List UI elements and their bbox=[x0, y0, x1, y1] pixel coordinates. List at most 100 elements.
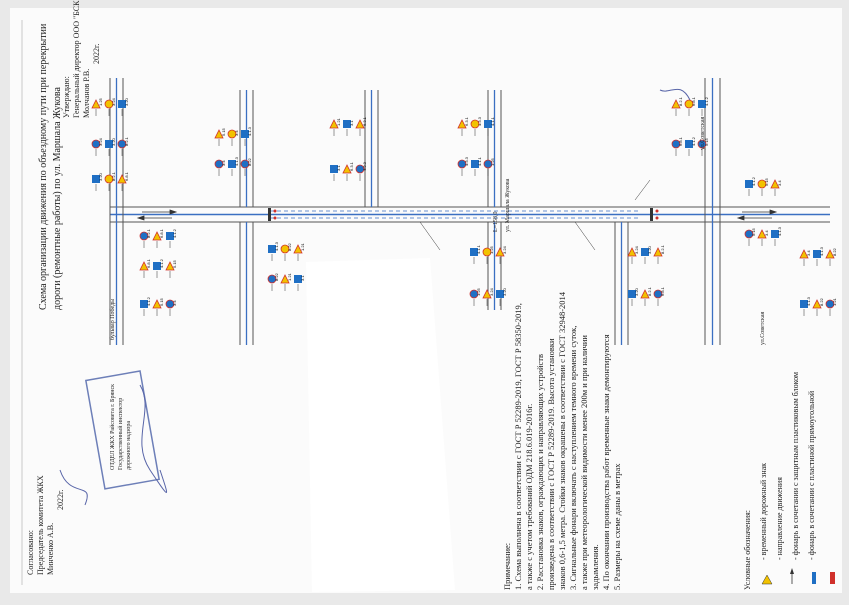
legend-header: Условные обозначения: bbox=[743, 509, 752, 590]
street-main-label: ул. Маршала Жукова bbox=[505, 178, 511, 232]
round-sign-icon bbox=[470, 119, 480, 129]
info-sign-icon bbox=[294, 275, 302, 283]
info-sign-icon bbox=[813, 250, 821, 258]
sign-code-label: 1.21 bbox=[832, 297, 837, 306]
agreed-name: Минченко А.В. bbox=[46, 522, 55, 575]
round-sign-icon bbox=[280, 244, 290, 254]
info-sign-icon bbox=[118, 100, 126, 108]
info-sign-icon bbox=[685, 140, 693, 148]
info-sign-icon bbox=[268, 245, 276, 253]
round-sign-icon bbox=[165, 299, 175, 309]
info-sign-icon bbox=[745, 180, 753, 188]
info-sign-icon bbox=[166, 232, 174, 240]
legend-symbols bbox=[761, 568, 835, 585]
cross-road-5 bbox=[614, 222, 629, 345]
info-sign-icon bbox=[140, 300, 148, 308]
sign-code-label: 1.21 bbox=[300, 242, 305, 251]
sign-code-label: 8.22 bbox=[287, 242, 292, 251]
sign-code-label: 8.2.1 bbox=[660, 244, 665, 254]
legend-block: Условные обозначения: - временный дорожн… bbox=[740, 372, 820, 590]
legend-item: - фонарь в сочетании с пластиной прямоуг… bbox=[807, 390, 816, 560]
closure-left bbox=[268, 208, 277, 221]
sign-code-label: 1.25 bbox=[476, 287, 481, 296]
cross-road-2 bbox=[239, 90, 254, 345]
approved-date: 2022г. bbox=[92, 43, 101, 64]
closure-right bbox=[650, 208, 659, 221]
sign-code-label: 4.1.2 bbox=[751, 176, 756, 186]
note-line: а также при метеорологической видимости … bbox=[579, 335, 589, 590]
note-line: произведена в соответствии с ГОСТ Р 5228… bbox=[546, 338, 556, 590]
round-sign-icon bbox=[457, 159, 467, 169]
warning-sign-icon bbox=[165, 261, 175, 271]
stamp bbox=[59, 88, 691, 506]
sign-code-label: 4.1.3 bbox=[806, 296, 811, 306]
sign-code-label: 3.1 bbox=[336, 165, 341, 171]
sign-code-label: 4.1.2 bbox=[146, 296, 151, 306]
stamp-line-1: ОТДЕЛ ЖКХ Райсовета г. Брянск bbox=[110, 383, 116, 470]
paper-patch bbox=[306, 258, 455, 592]
sign-code-label: 6.8.1 bbox=[159, 228, 164, 238]
warning-sign-icon bbox=[653, 247, 663, 257]
round-sign-icon bbox=[671, 139, 681, 149]
note-line: задымления. bbox=[590, 544, 600, 590]
agreed-date: 2022г. bbox=[56, 489, 65, 510]
info-sign-icon bbox=[628, 290, 636, 298]
approved-position: Генеральный директор ООО "БСК" bbox=[72, 0, 81, 118]
warning-sign-icon bbox=[457, 119, 467, 129]
note-line: 5. Размеры на схеме даны в метрах bbox=[612, 463, 622, 590]
legend-item: - направление движения bbox=[775, 477, 784, 560]
sign-code-label: 4.1.1 bbox=[490, 116, 495, 126]
sign-code-label: 6.8.1 bbox=[146, 258, 151, 268]
stamp-line-3: дорожного надзора bbox=[126, 420, 132, 470]
sign-code-label: 3.4 bbox=[172, 300, 177, 306]
sign-code-label: 4.1.2 bbox=[704, 96, 709, 106]
round-sign-icon bbox=[825, 299, 835, 309]
sign-code-label: 1.25 bbox=[489, 245, 494, 254]
round-sign-icon bbox=[104, 99, 114, 109]
sign-code-label: 6.8.1 bbox=[660, 286, 665, 296]
stamp-line-2: Государственный инспектор bbox=[118, 397, 124, 470]
street-left-label: бульвар Победы bbox=[110, 298, 116, 340]
info-sign-icon bbox=[92, 175, 100, 183]
info-sign-icon bbox=[698, 100, 706, 108]
sign-code-label: 3.24 bbox=[489, 287, 494, 296]
street-right-top-label: ул.Советская bbox=[700, 116, 706, 150]
warning-sign-icon bbox=[355, 119, 365, 129]
info-sign-icon bbox=[241, 130, 249, 138]
sign-code-label: 6.8.1 bbox=[691, 96, 696, 106]
legend-item: - временный дорожный знак bbox=[759, 462, 768, 560]
round-sign-icon bbox=[227, 129, 237, 139]
sign-code-label: 3.4 bbox=[777, 180, 782, 186]
approved-label: Утверждаю: bbox=[62, 76, 71, 118]
warning-sign-icon bbox=[342, 164, 352, 174]
main-road bbox=[110, 206, 830, 223]
sign-code-label: 4.1.3 bbox=[247, 126, 252, 136]
round-sign-icon bbox=[469, 289, 479, 299]
warning-sign-icon bbox=[757, 229, 767, 239]
sign-code-label: 3.24 bbox=[634, 245, 639, 254]
sign-code-label: 8.2.1 bbox=[124, 136, 129, 146]
sign-code-label: 3.24 bbox=[98, 137, 103, 146]
sign-code-label: 8.22 bbox=[832, 247, 837, 256]
info-sign-icon bbox=[641, 248, 649, 256]
warning-sign-icon bbox=[812, 299, 822, 309]
street-right-bottom-label: ул.Советская bbox=[760, 311, 766, 345]
info-sign-icon bbox=[470, 248, 478, 256]
sign-code-label: 5.15 bbox=[159, 297, 164, 306]
info-sign-icon bbox=[484, 120, 492, 128]
cross-road-3 bbox=[364, 90, 379, 207]
sign-code-label: 4.1.1 bbox=[477, 156, 482, 166]
round-sign-icon bbox=[653, 289, 663, 299]
title-line-1: Схема организации движения по объездному… bbox=[38, 23, 49, 310]
right-road bbox=[704, 78, 721, 345]
sign-code-label: 4.3.3 bbox=[464, 156, 469, 166]
notes-block: Примечание: 1. Схема выполнена в соответ… bbox=[502, 292, 623, 590]
info-sign-icon bbox=[496, 290, 504, 298]
sign-code-label: 8.22 bbox=[247, 157, 252, 166]
sign-code-label: 4.1.1 bbox=[476, 244, 481, 254]
sign-code-label: 1.21 bbox=[336, 117, 341, 126]
sign-code-label: 3.4 bbox=[234, 130, 239, 136]
sign-code-label: 3.24 bbox=[111, 97, 116, 106]
round-sign-icon bbox=[240, 159, 250, 169]
